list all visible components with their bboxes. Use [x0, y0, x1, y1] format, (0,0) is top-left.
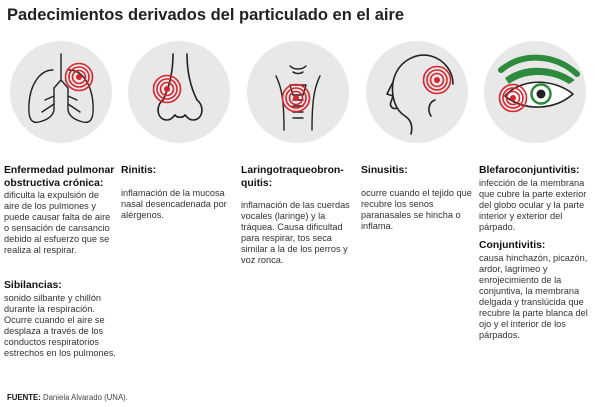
condition-blefaroconjuntivitis: Blefaroconjuntivitis: infección de la me… [479, 165, 591, 233]
nose-icon [128, 41, 230, 143]
eye-icon [484, 41, 586, 143]
condition-desc: dificulta la expulsión de aire de los pu… [4, 190, 111, 255]
condition-desc: inflamación de las cuerdas vocales (lari… [241, 200, 350, 265]
condition-desc: inflamación de la mucosa nasal desencade… [121, 187, 227, 220]
condition-epoc: Enfermedad pulmonar obstructiva crónica:… [4, 165, 116, 256]
condition-sinusitis: Sinusitis: ocurre cuando el tejido que r… [361, 165, 473, 232]
condition-name: Conjuntivitis: [479, 240, 546, 251]
condition-laringotraqueobronquitis: Laringotraqueobron-quitis: inflamación d… [241, 165, 355, 266]
condition-desc: ocurre cuando el tejido que recubre los … [361, 187, 472, 231]
lungs-icon [10, 41, 112, 143]
condition-name: Blefaroconjuntivitis: [479, 165, 580, 176]
condition-name: Enfermedad pulmonar obstructiva crónica: [4, 165, 115, 189]
condition-desc: causa hinchazón, picazón, ardor, lagrime… [479, 252, 588, 340]
source-footer: FUENTE: Daniela Alvarado (UNA). [7, 393, 128, 402]
condition-rinitis: Rinitis: inflamación de la mucosa nasal … [121, 165, 235, 221]
throat-icon [247, 41, 349, 143]
condition-sibilancias: Sibilancias: sonido silbante y chillón d… [4, 280, 116, 359]
source-label: FUENTE: [7, 393, 41, 402]
condition-desc: sonido silbante y chillón durante la res… [4, 292, 116, 358]
page-title: Padecimientos derivados del particulado … [7, 6, 405, 24]
condition-name: Sinusitis: [361, 165, 408, 176]
condition-name: Sibilancias: [4, 280, 62, 291]
condition-name: Rinitis: [121, 165, 157, 176]
condition-desc: infección de la membrana que cubre la pa… [479, 177, 587, 232]
head-sinus-icon [366, 41, 468, 143]
condition-name: Laringotraqueobron-quitis: [241, 165, 344, 189]
condition-conjuntivitis: Conjuntivitis: causa hinchazón, picazón,… [479, 240, 591, 341]
source-text: Daniela Alvarado (UNA). [42, 393, 128, 402]
